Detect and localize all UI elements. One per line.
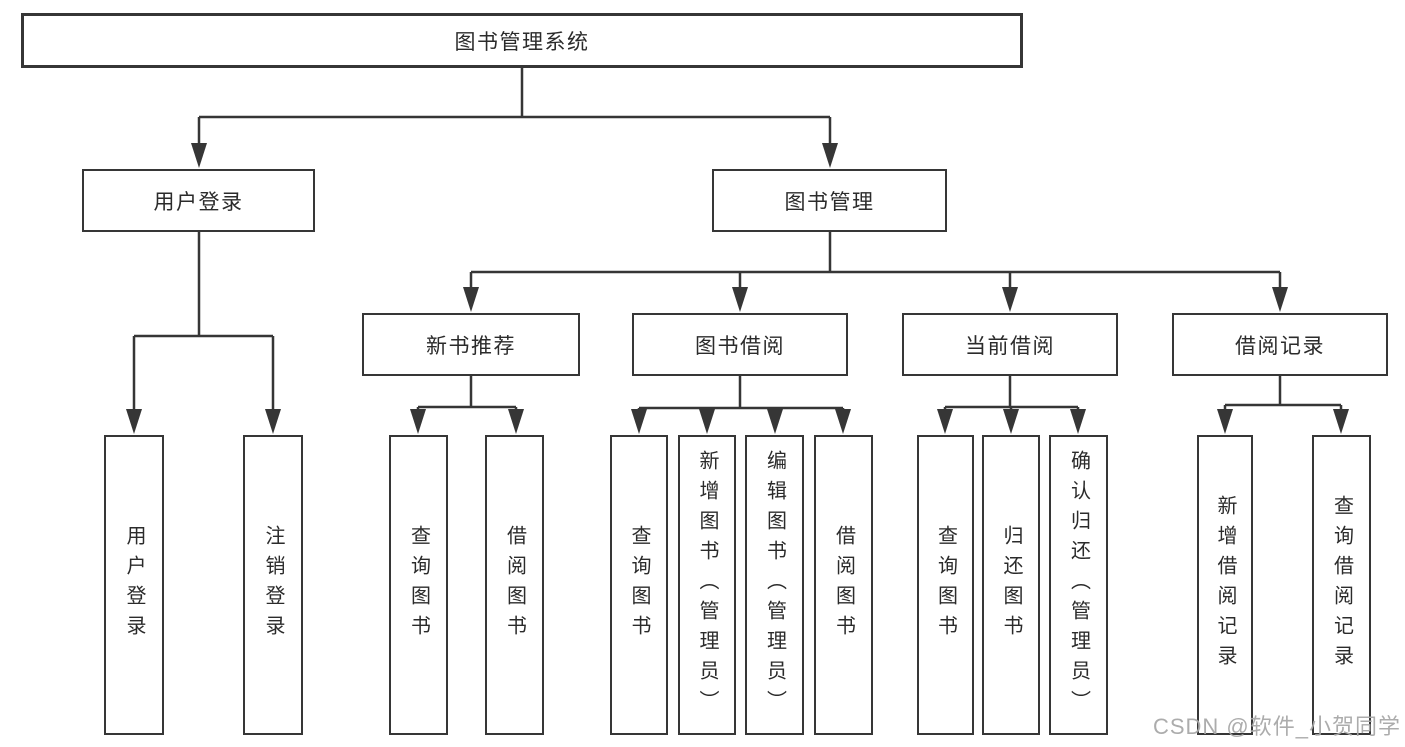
watermark: CSDN @软件_小贺同学 bbox=[1152, 714, 1401, 739]
leaf-label: 查询图书 bbox=[628, 525, 650, 645]
arrow-down-icon bbox=[1272, 287, 1288, 312]
connector-root bbox=[197, 68, 832, 147]
leaf-label: 查询图书 bbox=[407, 525, 430, 645]
leaf-user-login: 用户登录 bbox=[104, 435, 164, 735]
arrow-down-icon bbox=[1217, 409, 1233, 434]
leaf-label: 编辑图书（管理员） bbox=[763, 450, 786, 720]
arrow-down-icon bbox=[767, 409, 783, 434]
leaf-label: 新增图书（管理员） bbox=[696, 450, 718, 720]
arrow-down-icon bbox=[126, 409, 142, 434]
connector-book-borrowing bbox=[637, 376, 845, 414]
node-book-management: 图书管理 bbox=[712, 169, 947, 232]
leaf-confirm-return-admin: 确认归还（管理员） bbox=[1049, 435, 1108, 735]
arrow-down-icon bbox=[508, 409, 524, 434]
leaf-label: 注销登录 bbox=[262, 525, 284, 645]
leaf-borrow-books-borrowing: 借阅图书 bbox=[814, 435, 873, 735]
node-borrowing-records: 借阅记录 bbox=[1172, 313, 1388, 376]
arrow-down-icon bbox=[1333, 409, 1349, 434]
leaf-label: 借阅图书 bbox=[503, 525, 526, 645]
arrow-down-icon bbox=[937, 409, 953, 434]
leaf-label: 确认归还（管理员） bbox=[1067, 450, 1090, 720]
leaf-add-book-admin: 新增图书（管理员） bbox=[678, 435, 736, 735]
leaf-label: 归还图书 bbox=[1000, 525, 1022, 645]
leaf-label: 查询图书 bbox=[934, 525, 957, 645]
leaf-query-books-current: 查询图书 bbox=[917, 435, 974, 735]
connector-new-book-recommendation bbox=[416, 376, 518, 414]
leaf-label: 查询借阅记录 bbox=[1330, 495, 1353, 675]
arrow-down-icon bbox=[410, 409, 426, 434]
node-user-login: 用户登录 bbox=[82, 169, 315, 232]
leaf-label: 借阅图书 bbox=[832, 525, 855, 645]
node-library-system: 图书管理系统 bbox=[21, 13, 1023, 68]
leaf-logout: 注销登录 bbox=[243, 435, 303, 735]
leaf-query-books-recommend: 查询图书 bbox=[389, 435, 448, 735]
connector-user-login bbox=[132, 232, 275, 414]
arrow-down-icon bbox=[1070, 409, 1086, 434]
node-book-borrowing: 图书借阅 bbox=[632, 313, 848, 376]
node-new-book-recommendation: 新书推荐 bbox=[362, 313, 580, 376]
leaf-return-books: 归还图书 bbox=[982, 435, 1040, 735]
leaf-label: 用户登录 bbox=[123, 525, 145, 645]
node-current-borrowing: 当前借阅 bbox=[902, 313, 1118, 376]
arrow-down-icon bbox=[732, 287, 748, 312]
arrow-down-icon bbox=[191, 143, 207, 168]
arrow-down-icon bbox=[835, 409, 851, 434]
leaf-edit-book-admin: 编辑图书（管理员） bbox=[745, 435, 804, 735]
leaf-label: 新增借阅记录 bbox=[1214, 495, 1236, 675]
leaf-query-borrow-record: 查询借阅记录 bbox=[1312, 435, 1371, 735]
leaf-query-books-borrowing: 查询图书 bbox=[610, 435, 668, 735]
connector-borrowing-records bbox=[1223, 376, 1343, 414]
arrow-down-icon bbox=[463, 287, 479, 312]
arrow-down-icon bbox=[1003, 409, 1019, 434]
leaf-borrow-books-recommend: 借阅图书 bbox=[485, 435, 544, 735]
arrow-down-icon bbox=[822, 143, 838, 168]
arrowheads bbox=[126, 143, 1349, 434]
arrow-down-icon bbox=[1002, 287, 1018, 312]
connector-book-management bbox=[469, 232, 1282, 292]
arrow-down-icon bbox=[265, 409, 281, 434]
arrow-down-icon bbox=[699, 409, 715, 434]
connector-current-borrowing bbox=[943, 376, 1080, 414]
arrow-down-icon bbox=[631, 409, 647, 434]
leaf-add-borrow-record: 新增借阅记录 bbox=[1197, 435, 1253, 735]
